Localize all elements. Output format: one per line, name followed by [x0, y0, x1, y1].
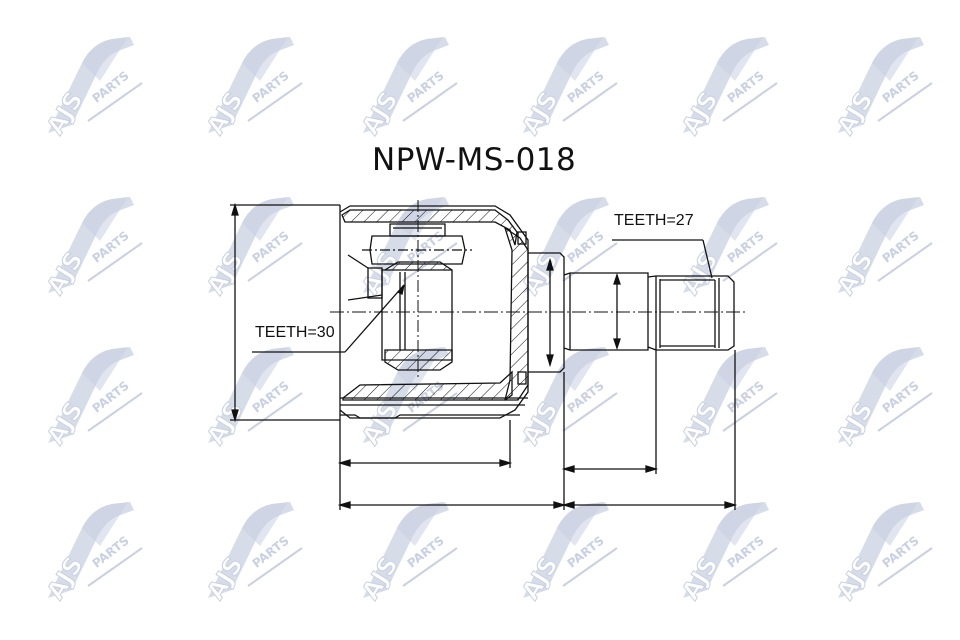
bottom-dimensions: [337, 350, 738, 510]
part-number-title: NPW-MS-018: [372, 142, 577, 178]
teeth-30-leader: [252, 284, 405, 353]
outer-housing: [339, 205, 529, 420]
tripod-spider: [347, 223, 472, 371]
height-dimension-line: [230, 202, 340, 423]
output-shaft: [563, 239, 735, 351]
flange: [528, 252, 565, 373]
teeth-count-shaft-label: TEETH=27: [614, 212, 694, 229]
teeth-count-inner-label: TEETH=30: [255, 324, 335, 341]
